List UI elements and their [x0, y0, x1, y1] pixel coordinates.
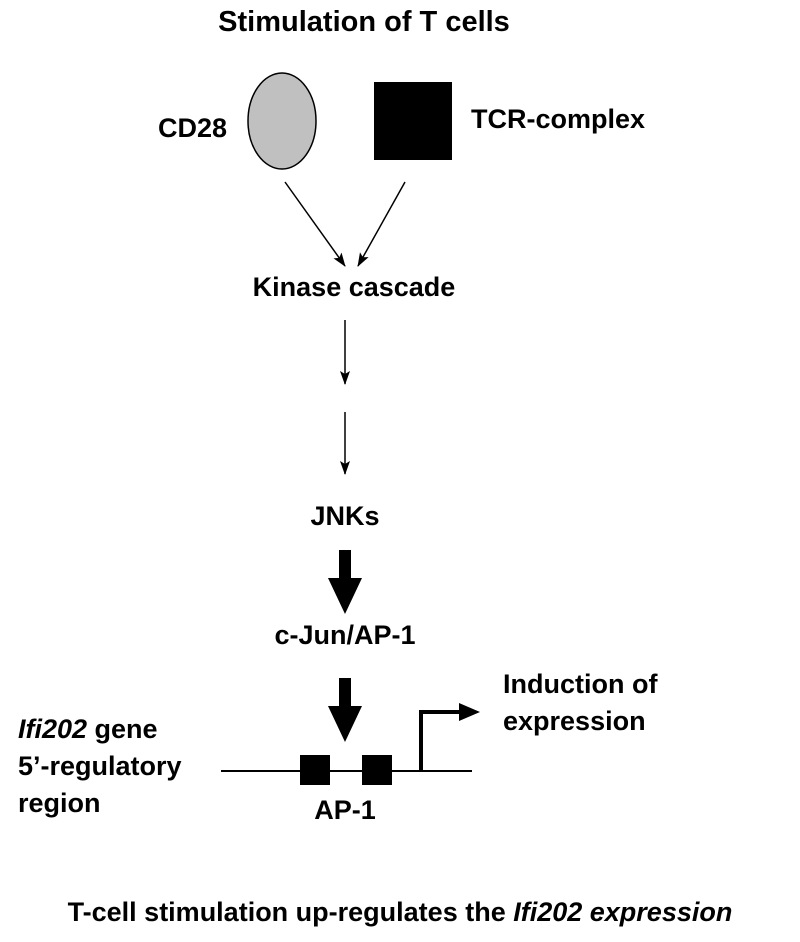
kinase-cascade-label: Kinase cascade [253, 272, 456, 302]
gene-label-line2: 5’-regulatory [18, 751, 182, 781]
gene-suffix: gene [87, 714, 158, 744]
cd28-receptor-ellipse [247, 72, 317, 170]
transcription-start-arrowhead [459, 703, 480, 721]
gene-label-line3: region [18, 788, 101, 818]
cjun-ap1-label: c-Jun/AP-1 [274, 620, 415, 650]
tcr-complex-label: TCR-complex [471, 104, 645, 134]
cjun-to-gene-thick-arrow [328, 678, 362, 742]
gene-name: Ifi202 [18, 714, 87, 744]
ap1-site-box-1 [300, 755, 330, 785]
jnks-label: JNKs [310, 501, 379, 531]
jnks-to-cjun-thick-arrow [328, 550, 362, 614]
cd28-label: CD28 [158, 113, 227, 143]
cd28-to-kinase-arrow [284, 181, 346, 267]
tcr-to-kinase-arrow [357, 181, 406, 267]
induction-label-line2: expression [503, 706, 646, 736]
gene-label-line1: Ifi202 gene [18, 714, 158, 744]
caption-prefix: T-cell stimulation up-regulates the [68, 897, 514, 927]
diagram-title: Stimulation of T cells [218, 6, 510, 38]
tcr-complex-square [374, 82, 452, 160]
induction-label-line1: Induction of [503, 669, 658, 699]
caption-gene: Ifi202 [513, 897, 582, 927]
diagram-caption: T-cell stimulation up-regulates the Ifi2… [68, 897, 733, 927]
transcription-start-arrow [419, 710, 462, 771]
caption-suffix: expression [582, 897, 732, 927]
ap1-site-box-2 [362, 755, 392, 785]
ap1-label: AP-1 [314, 795, 376, 825]
